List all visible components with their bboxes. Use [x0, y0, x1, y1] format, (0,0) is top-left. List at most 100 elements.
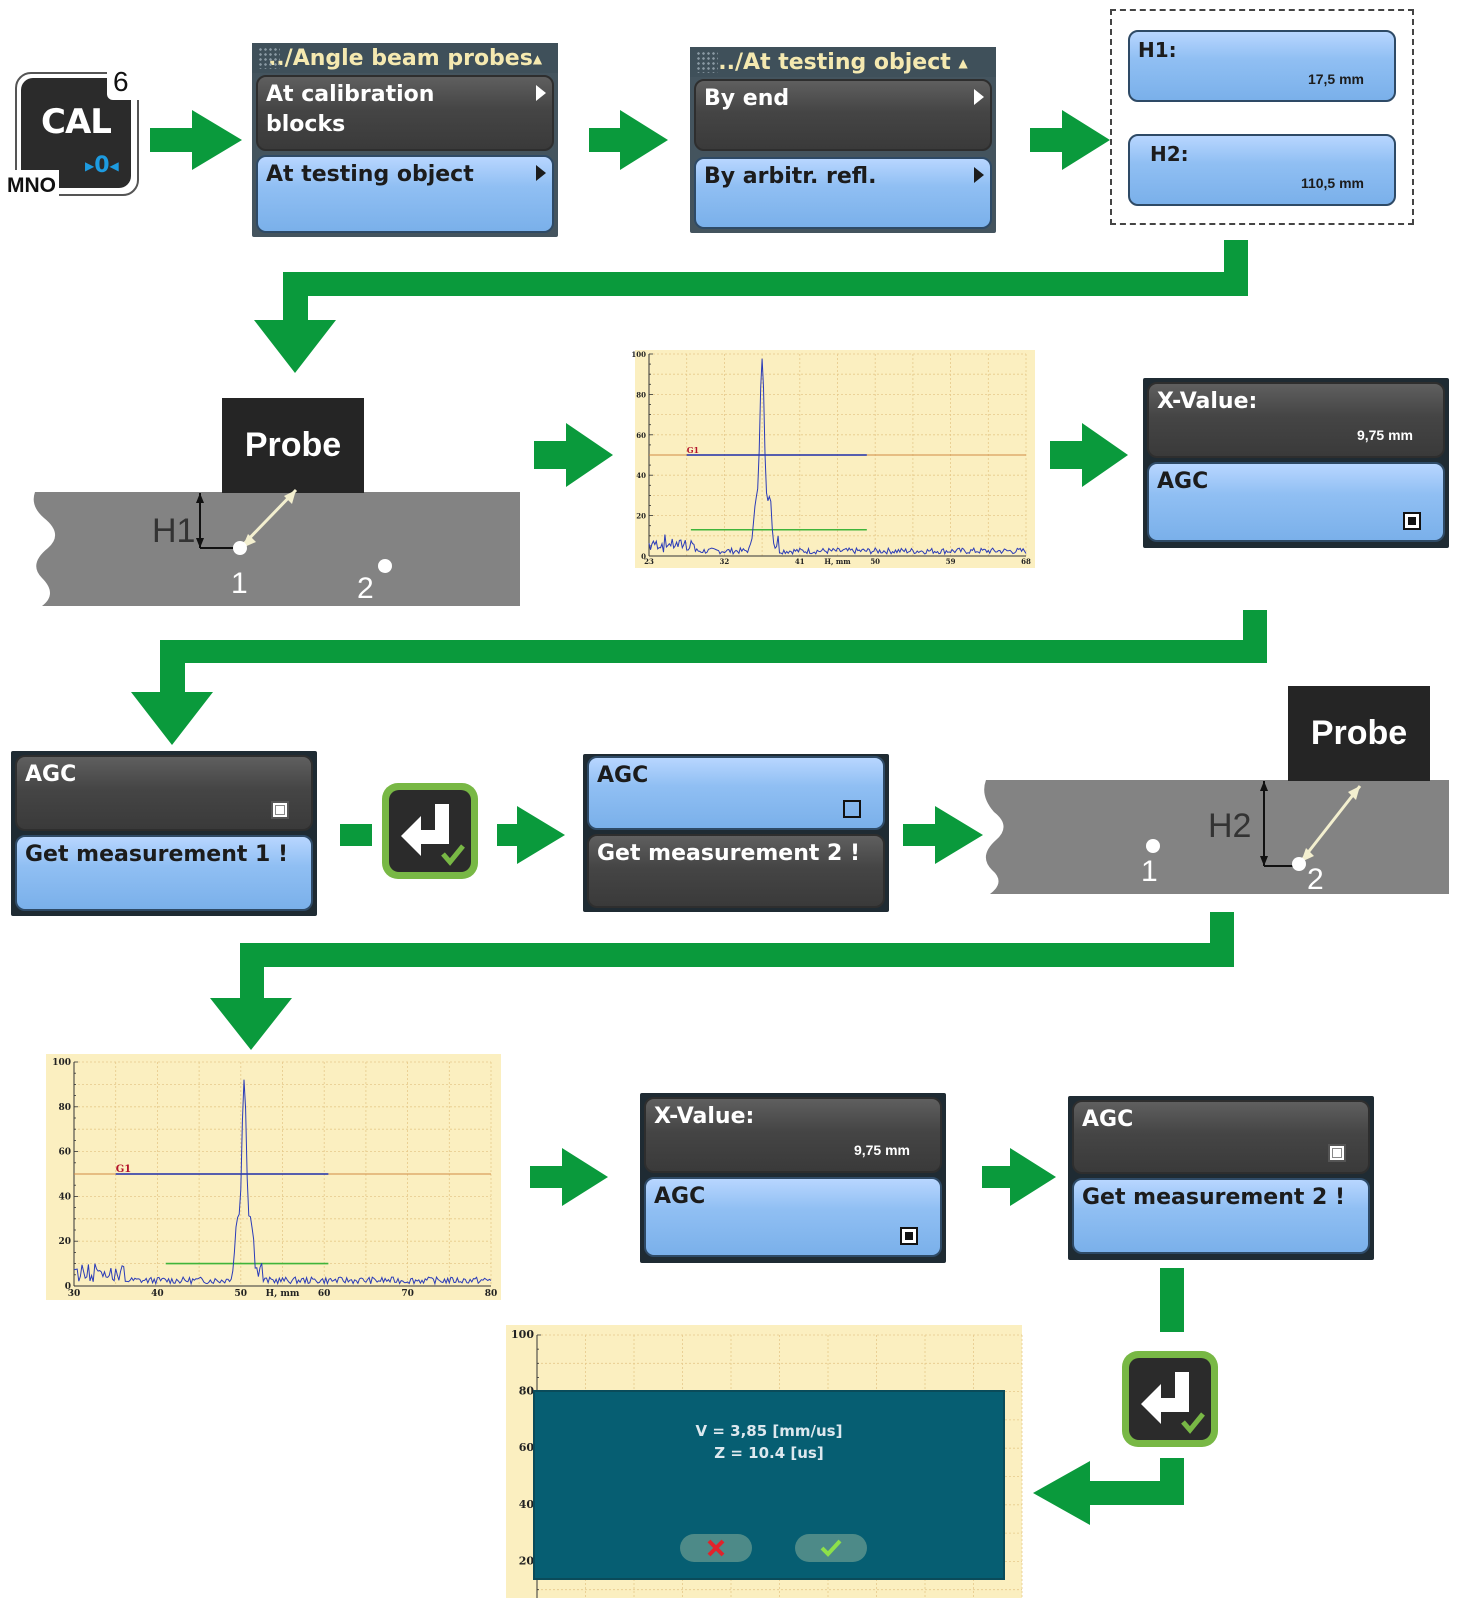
agc-field[interactable]: AGC: [15, 755, 313, 831]
connector-arrow: [254, 240, 1248, 373]
cal-key-label: CAL: [41, 102, 112, 142]
x-tick-label: H, mm: [824, 557, 851, 566]
y-tick-label: 40: [519, 1498, 535, 1511]
chevron-right-icon: [536, 85, 546, 101]
arrow-right: [982, 1148, 1056, 1206]
h2-field[interactable]: H2: 110,5 mm: [1128, 134, 1396, 206]
checkbox-checked-icon[interactable]: [900, 1227, 918, 1245]
agc-field[interactable]: AGC: [1072, 1100, 1370, 1174]
connector-arrow: [1033, 1458, 1184, 1525]
probe-block: [1288, 686, 1430, 781]
point-1-label: 1: [231, 567, 248, 600]
y-tick-label: 100: [511, 1328, 534, 1341]
chevron-right-icon: [536, 165, 546, 181]
y-tick-label: 80: [58, 1103, 71, 1113]
agc-field[interactable]: AGC: [587, 756, 885, 830]
x-tick-label: 59: [946, 557, 956, 566]
close-icon: [707, 1539, 725, 1557]
menu-item-by-arbitr-refl[interactable]: By arbitr. refl.: [694, 157, 992, 229]
reflector-2: [1292, 857, 1306, 871]
get-measurement-1-item[interactable]: Get measurement 1 !: [15, 835, 313, 911]
h-values-panel: [1110, 9, 1414, 225]
x-value-field[interactable]: X-Value: 9,75 mm: [1147, 382, 1445, 458]
arrow-right: [1050, 423, 1128, 487]
cancel-button[interactable]: [680, 1534, 752, 1562]
h1-label: H1:: [1138, 38, 1177, 62]
get-measurement-2-item[interactable]: Get measurement 2 !: [1072, 1178, 1370, 1254]
y-tick-label: 100: [631, 350, 646, 359]
checkbox-unchecked-icon[interactable]: [271, 801, 289, 819]
chevron-right-icon: [974, 167, 984, 183]
menu-angle-beam-probes: ../Angle beam probes▲ At calibration blo…: [252, 43, 558, 237]
chevron-right-icon: [974, 89, 984, 105]
y-tick-label: 0: [65, 1282, 71, 1292]
h2-diagram-label: H2: [1208, 807, 1252, 845]
enter-key-1[interactable]: [382, 783, 478, 879]
cal-key[interactable]: CAL ▶0◀ 6 MNO: [3, 66, 141, 200]
y-tick-label: 20: [636, 512, 646, 521]
menu-item-at-calibration-blocks[interactable]: At calibration blocks: [256, 75, 554, 151]
y-tick-label: 100: [52, 1058, 71, 1068]
menu-item-at-testing-object[interactable]: At testing object: [256, 155, 554, 233]
x-tick-label: H, mm: [266, 1289, 300, 1299]
ok-button[interactable]: [795, 1534, 867, 1562]
agc-field[interactable]: AGC: [1147, 462, 1445, 542]
x-value-field[interactable]: X-Value: 9,75 mm: [644, 1097, 942, 1173]
x-tick-label: 50: [870, 557, 880, 566]
y-tick-label: 20: [519, 1554, 535, 1567]
probe-diagram-2: [984, 686, 1449, 894]
menu-x-value-1: X-Value: 9,75 mm AGC: [1143, 378, 1449, 548]
y-tick-label: 80: [636, 390, 646, 399]
chart-background: [635, 350, 1035, 568]
checkbox-unchecked-icon[interactable]: [843, 800, 861, 818]
menu-at-testing-object: ../At testing object ▲ By end By arbitr.…: [690, 47, 996, 233]
y-tick-label: 60: [58, 1148, 71, 1158]
arrow-right: [534, 423, 613, 487]
checkbox-checked-icon[interactable]: [1403, 512, 1421, 530]
menu-item-by-end[interactable]: By end: [694, 79, 992, 151]
probe-diagram-1: [33, 398, 521, 606]
x-tick-label: 40: [151, 1289, 164, 1299]
h1-field[interactable]: H1: 17,5 mm: [1128, 30, 1396, 102]
y-tick-label: 80: [519, 1385, 535, 1398]
probe-label: Probe: [1310, 714, 1408, 752]
arrow-right: [903, 806, 983, 864]
x-value: 9,75 mm: [1356, 427, 1413, 443]
menu-title: ../At testing object ▲: [690, 47, 996, 77]
test-object: [33, 492, 521, 606]
agc-field[interactable]: AGC: [644, 1177, 942, 1257]
signal-trace: [648, 358, 1027, 556]
arrow-right: [589, 110, 668, 170]
arrow-stub: [340, 824, 372, 846]
arrow-right: [530, 1148, 608, 1206]
chart-background: [46, 1054, 501, 1300]
result-velocity: V = 3,85 [mm/us]: [695, 1422, 843, 1440]
y-tick-label: 0: [641, 552, 646, 561]
y-tick-label: 40: [58, 1192, 71, 1202]
h1-diagram-label: H1: [152, 512, 196, 550]
check-icon: [820, 1539, 842, 1557]
enter-key-2[interactable]: [1122, 1351, 1218, 1447]
h2-value: 110,5 mm: [1300, 175, 1364, 191]
arrow-right: [497, 806, 565, 864]
cal-key-letters: MNO: [7, 174, 56, 197]
menu-agc-measurement-2: AGC Get measurement 2 !: [583, 754, 889, 912]
connector-arrow: [131, 610, 1267, 745]
checkbox-unchecked-icon[interactable]: [1328, 1144, 1346, 1162]
menu-agc-measurement-3: AGC Get measurement 2 !: [1068, 1096, 1374, 1260]
cal-key-number: 6: [113, 66, 129, 97]
y-tick-label: 20: [58, 1237, 71, 1247]
h1-value: 17,5 mm: [1307, 71, 1364, 87]
grip-icon: [258, 47, 280, 69]
arrow-right: [150, 110, 242, 170]
reflector-1: [1146, 839, 1160, 853]
x-tick-label: 80: [485, 1289, 498, 1299]
x-tick-label: 30: [68, 1289, 81, 1299]
y-tick-label: 40: [636, 471, 646, 480]
connector-arrow: [210, 912, 1234, 1050]
get-measurement-2-item[interactable]: Get measurement 2 !: [587, 834, 885, 908]
menu-title: ../Angle beam probes▲: [252, 43, 558, 73]
